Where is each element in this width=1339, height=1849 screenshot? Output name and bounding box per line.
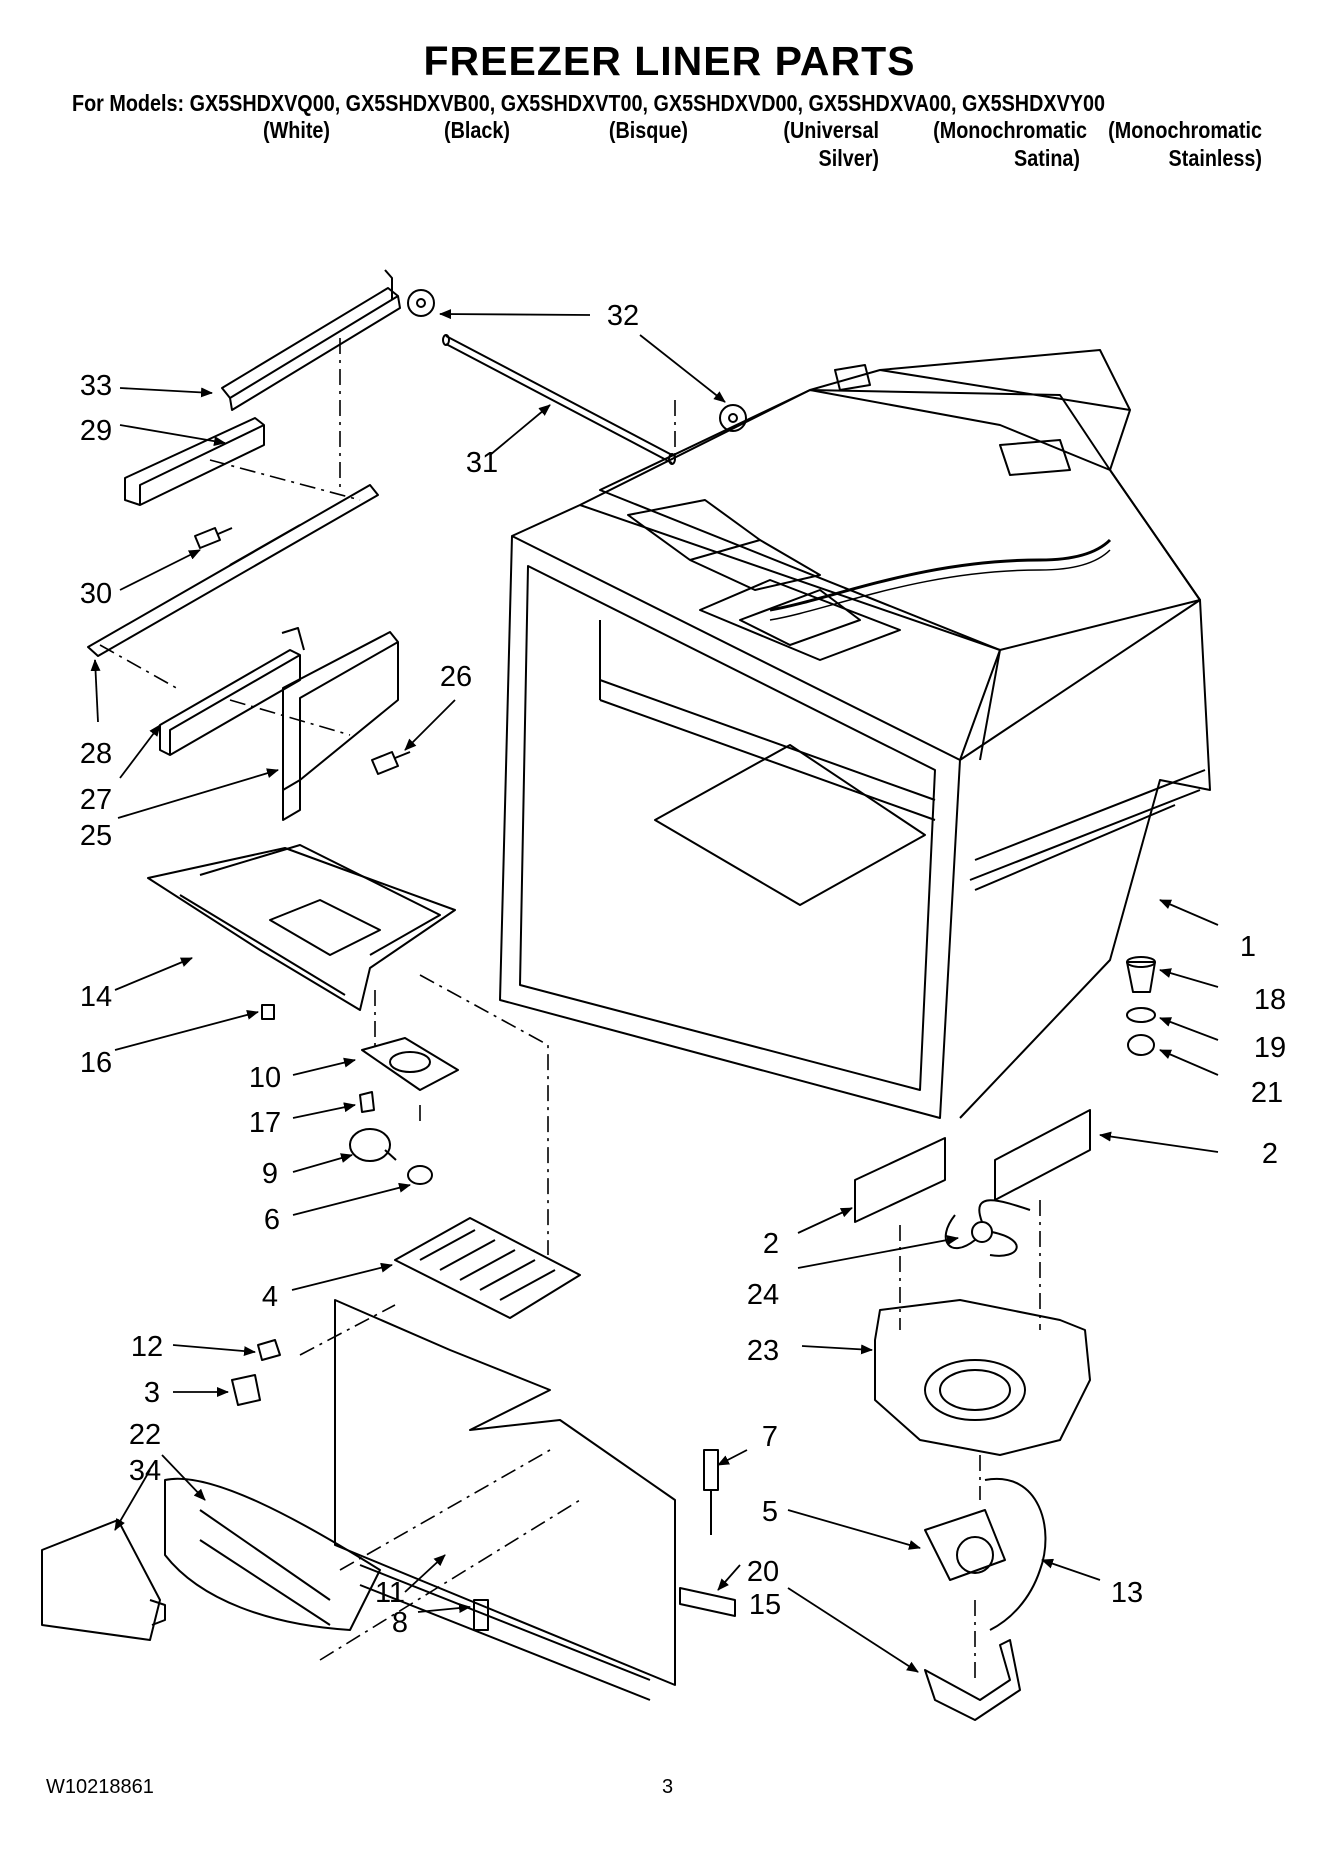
models-line: For Models: GX5SHDXVQ00, GX5SHDXVB00, GX… [72,90,1105,116]
page-title: FREEZER LINER PARTS [423,38,916,84]
panel-part-11 [334,1299,676,1701]
callout-9: 9 [262,1158,278,1190]
callout-28: 28 [80,738,112,770]
grille-part-4 [394,1217,581,1319]
callout-31: 31 [466,447,498,479]
bulb-part-9 [349,1128,397,1162]
part-20 [679,1587,736,1617]
callout-labels: 1 2 2 3 4 5 6 7 8 9 10 11 12 13 14 15 16… [80,300,1286,1639]
callout-2: 2 [763,1228,779,1260]
document-number: W10218861 [46,1776,154,1798]
light-housing-part-10 [361,1037,459,1091]
pad-part-2-right [994,1109,1091,1201]
callout-5: 5 [762,1496,778,1528]
wire-part-13 [984,1477,1047,1631]
callout-10: 10 [249,1062,281,1094]
rod-part-31 [442,334,676,465]
callout-15: 15 [749,1589,781,1621]
fan-blade-part-24 [944,1199,1031,1257]
finish-white: (White) [262,117,330,143]
finish-mono-satina-2: Satina) [1014,145,1080,171]
screw-part-30 [194,527,233,549]
callout-29: 29 [80,415,112,447]
callout-3: 3 [144,1377,160,1409]
callout-27: 27 [80,784,112,816]
callout-32: 32 [607,300,639,332]
grille-cover-part-22 [164,1477,381,1631]
housing-part-14 [147,844,456,1011]
callout-19: 19 [1254,1032,1286,1064]
callout-2: 2 [1262,1138,1278,1170]
callout-14: 14 [80,981,112,1013]
bracket-part-15 [924,1639,1021,1721]
socket-part-6 [407,1165,433,1185]
callout-26: 26 [440,661,472,693]
callout-33: 33 [80,370,112,402]
part-16 [261,1004,275,1020]
part-21 [1127,1034,1155,1056]
freezer-liner-part [499,349,1211,1119]
rail-part-33 [221,269,401,411]
callout-6: 6 [264,1204,280,1236]
finish-mono-stainless-2: Stainless) [1168,145,1262,171]
callout-25: 25 [80,820,112,852]
screw-part-26 [371,751,411,775]
cover-part-34 [41,1519,166,1641]
callout-18: 18 [1254,984,1286,1016]
callout-12: 12 [131,1331,163,1363]
pad-part-2-left [854,1137,946,1223]
leader-lines [90,309,1219,1673]
screw-part-12 [257,1339,281,1361]
callout-16: 16 [80,1047,112,1079]
alignment-lines [99,338,1041,1680]
callout-17: 17 [249,1107,281,1139]
panel-part-25 [282,631,399,821]
finish-mono-stainless: (Monochromatic [1108,117,1262,143]
part-19 [1126,1007,1156,1023]
part-8 [473,1599,489,1631]
clip-part-3 [231,1374,261,1406]
finish-bisque: (Bisque) [608,117,688,143]
finish-black: (Black) [444,117,510,143]
callout-8: 8 [392,1607,408,1639]
rail-part-28 [87,484,379,657]
callout-21: 21 [1251,1077,1283,1109]
finish-universal: (Universal [783,117,879,143]
callout-13: 13 [1111,1577,1143,1609]
callout-22: 22 [129,1419,161,1451]
callout-7: 7 [762,1421,778,1453]
screw-part-17 [359,1091,375,1113]
callout-30: 30 [80,578,112,610]
bracket-part-29 [124,417,265,506]
callout-24: 24 [747,1279,779,1311]
motor-part-5 [924,1509,1006,1581]
page-number: 3 [662,1776,674,1798]
callout-23: 23 [747,1335,779,1367]
callout-4: 4 [262,1281,278,1313]
finish-universal-2: Silver) [818,145,879,171]
part-18 [1126,956,1156,993]
callout-34: 34 [129,1455,161,1487]
callout-1: 1 [1240,931,1256,963]
callout-11: 11 [375,1577,405,1609]
fan-housing-part-23 [874,1299,1091,1456]
callout-20: 20 [747,1556,779,1588]
finish-mono-satina: (Monochromatic [933,117,1087,143]
gear-part-32 [407,289,747,432]
part-7 [703,1449,719,1535]
